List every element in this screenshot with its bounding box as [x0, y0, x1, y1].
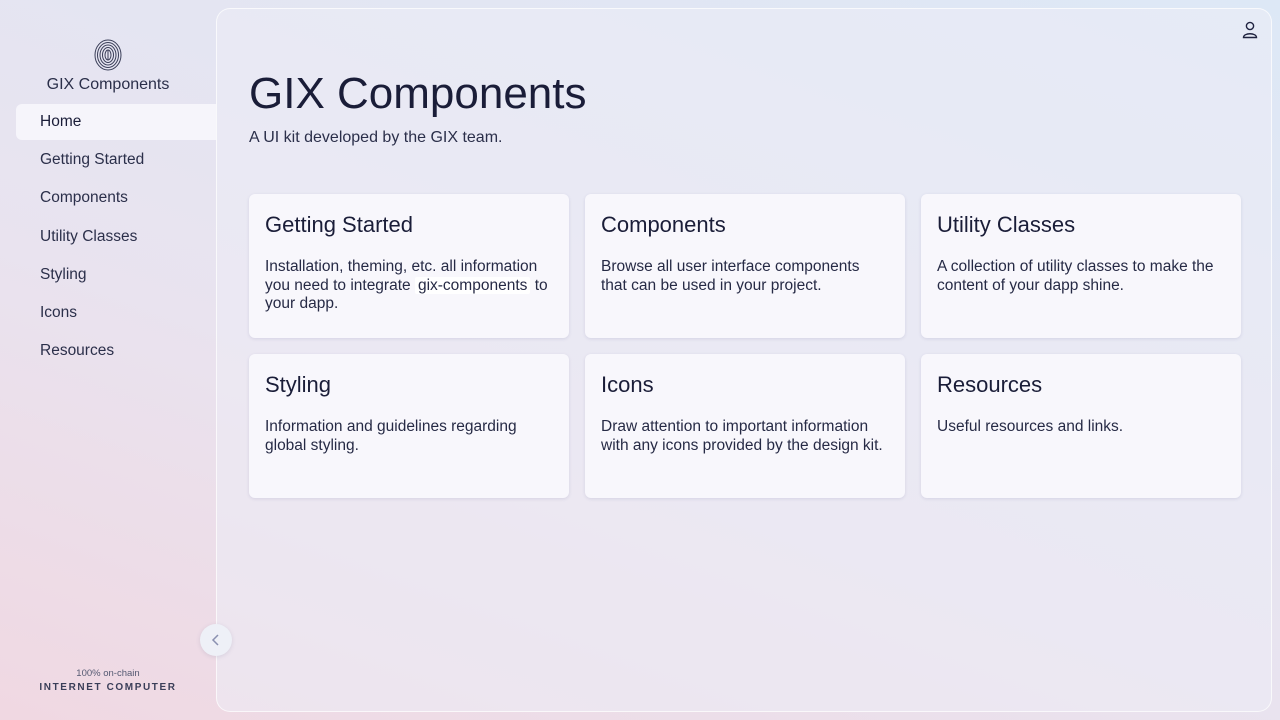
chevron-left-icon — [211, 634, 219, 646]
brand[interactable]: GIX Components — [0, 38, 216, 94]
card-getting-started[interactable]: Getting Started Installation, theming, e… — [249, 194, 569, 338]
internet-computer-badge[interactable]: 100% on-chain INTERNET COMPUTER — [0, 668, 216, 693]
sidebar-item-icons[interactable]: Icons — [40, 303, 78, 321]
sidebar-item-home[interactable]: Home — [16, 104, 216, 140]
card-icons[interactable]: Icons Draw attention to important inform… — [585, 354, 905, 498]
card-title: Icons — [601, 372, 654, 397]
card-title: Utility Classes — [937, 212, 1076, 237]
main-content: GIX Components A UI kit developed by the… — [216, 8, 1272, 712]
account-button[interactable] — [1239, 19, 1261, 41]
inline-code: gix-components — [414, 276, 531, 294]
card-description: Installation, theming, etc. all informat… — [265, 258, 553, 314]
badge-small-text: 100% on-chain — [76, 668, 140, 679]
collapse-sidebar-button[interactable] — [200, 624, 232, 656]
card-title: Resources — [937, 372, 1043, 397]
user-icon — [1242, 21, 1258, 39]
card-description: Useful resources and links. — [937, 418, 1124, 435]
card-description: Information and guidelines regarding glo… — [265, 418, 517, 454]
fingerprint-icon — [94, 39, 122, 71]
cards-grid: Getting Started Installation, theming, e… — [249, 194, 1241, 498]
card-desc-text: Installation, theming, etc. all informat… — [265, 258, 538, 294]
sidebar-item-getting-started[interactable]: Getting Started — [40, 151, 145, 169]
sidebar-nav: Home Getting Started Components Utility … — [16, 104, 216, 371]
card-title: Styling — [265, 372, 332, 397]
sidebar-item-styling[interactable]: Styling — [40, 265, 87, 283]
page-title: GIX Components — [249, 69, 587, 118]
card-title: Getting Started — [265, 212, 413, 237]
card-components[interactable]: Components Browse all user interface com… — [585, 194, 905, 338]
brand-name: GIX Components — [46, 76, 170, 93]
card-utility-classes[interactable]: Utility Classes A collection of utility … — [921, 194, 1241, 338]
card-styling[interactable]: Styling Information and guidelines regar… — [249, 354, 569, 498]
sidebar-item-resources[interactable]: Resources — [40, 342, 115, 360]
card-description: Draw attention to important information … — [601, 418, 883, 454]
card-description: A collection of utility classes to make … — [937, 258, 1214, 294]
card-title: Components — [601, 212, 726, 237]
sidebar: GIX Components Home Getting Started Comp… — [0, 0, 216, 720]
card-resources[interactable]: Resources Useful resources and links. — [921, 354, 1241, 498]
card-description: Browse all user interface components tha… — [601, 258, 860, 294]
sidebar-item-utility-classes[interactable]: Utility Classes — [40, 227, 138, 245]
card-desc-text: to your dapp. — [265, 276, 548, 313]
page-subtitle: A UI kit developed by the GIX team. — [249, 129, 503, 146]
sidebar-item-components[interactable]: Components — [40, 189, 128, 207]
badge-big-text: INTERNET COMPUTER — [39, 682, 177, 693]
